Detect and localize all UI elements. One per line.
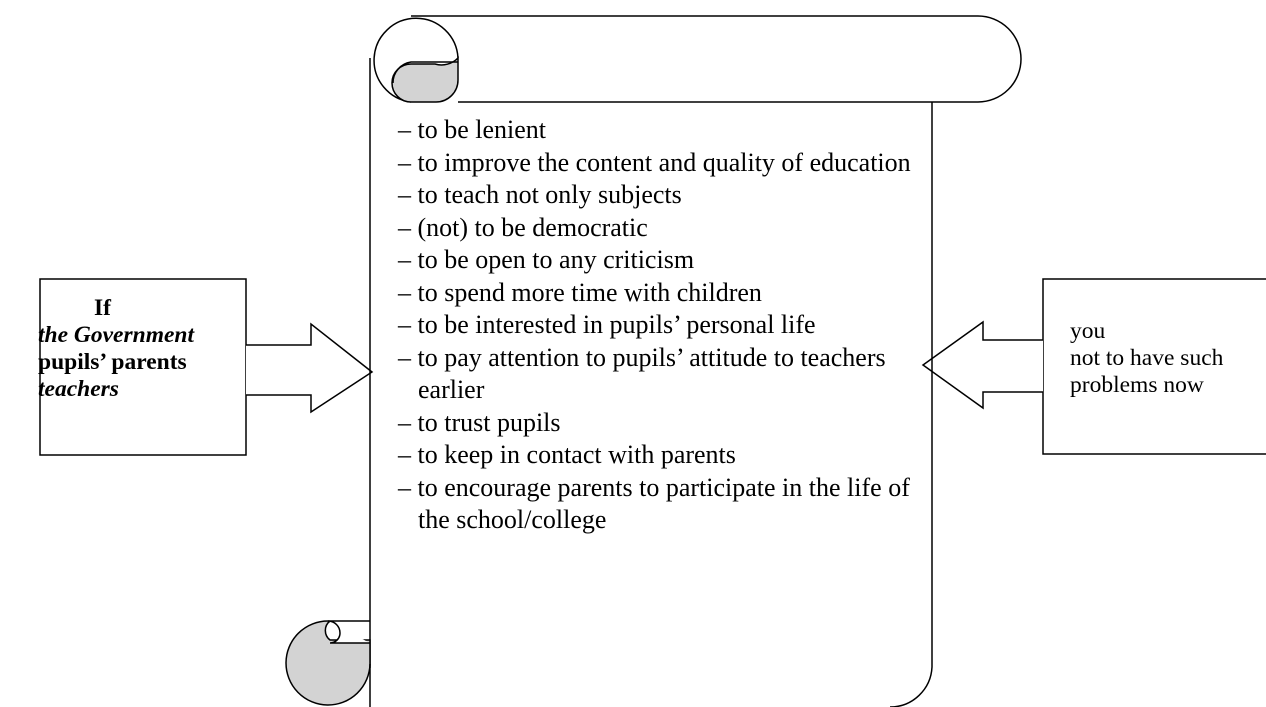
- right-box-text: you not to have such problems now: [1070, 318, 1223, 399]
- left-box-text: If the Government pupils’ parents teache…: [38, 279, 246, 455]
- list-item: – to trust pupils: [398, 407, 561, 437]
- scroll-right-edge: [890, 102, 933, 707]
- list-item: – to be interested in pupils’ personal l…: [398, 310, 816, 339]
- scroll-bottom-curl-inner: [327, 620, 370, 644]
- list-item: – to teach not only subjects: [398, 180, 682, 209]
- scroll-top-curl-edge: [392, 61, 458, 84]
- list-item: – to encourage parents to participate in…: [398, 472, 910, 535]
- subject-teachers: teachers: [38, 376, 119, 402]
- scroll-list: – to be lenient – to improve the content…: [398, 114, 918, 537]
- if-label: If: [94, 295, 111, 321]
- subject-government: the Government: [38, 322, 195, 348]
- subject-parents: pupils’ parents: [38, 349, 187, 375]
- list-item: – to be open to any criticism: [398, 245, 695, 274]
- right-line-not: not to have such: [1070, 345, 1224, 371]
- list-item: – to keep in contact with parents: [398, 440, 736, 469]
- scroll-top-curl-shade: [391, 56, 459, 103]
- list-item: – (not) to be democratic: [398, 212, 648, 242]
- left-text-box: [39, 278, 247, 456]
- list-item: – to improve the content and quality of …: [398, 147, 911, 177]
- scroll-top-curl: [373, 17, 459, 103]
- scroll-top-roll: [411, 15, 1022, 103]
- right-arrow: [921, 320, 1043, 410]
- right-line-problems: problems now: [1070, 372, 1204, 398]
- list-item: – to pay attention to pupils’ attitude t…: [398, 342, 886, 405]
- right-line-you: you: [1070, 318, 1106, 344]
- list-item: – to spend more time with children: [398, 277, 762, 307]
- left-arrow: [246, 322, 374, 414]
- scroll-bottom-curl-shade: [285, 620, 371, 706]
- list-item: – to be lenient: [398, 115, 547, 144]
